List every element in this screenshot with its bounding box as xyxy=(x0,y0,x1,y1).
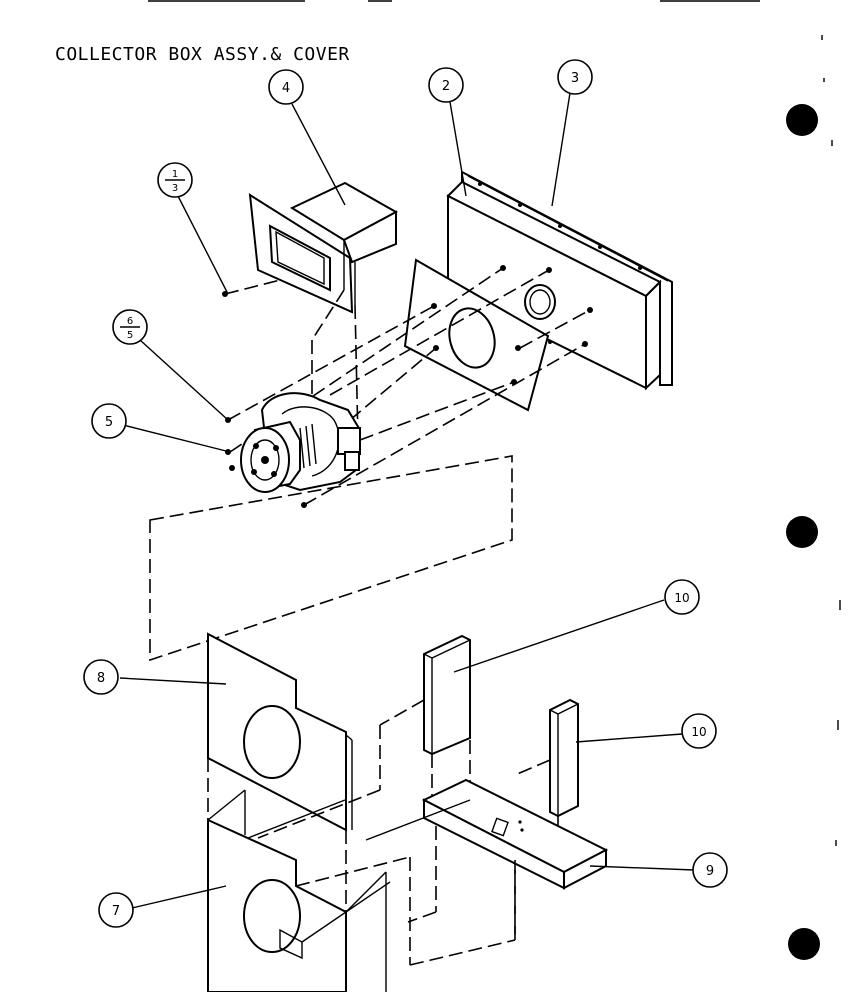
callout-3: 3 xyxy=(557,59,593,95)
part-2-collector-box xyxy=(446,180,662,391)
callout-10-upper-label: 10 xyxy=(674,591,689,605)
callout-6-5: 6 5 xyxy=(112,309,148,345)
inducer-blower xyxy=(222,291,362,508)
callout-10-lower-label: 10 xyxy=(691,725,706,739)
callout-3-label: 3 xyxy=(571,71,579,86)
callout-6-5-denominator: 5 xyxy=(127,330,133,341)
binder-hole-top xyxy=(786,104,818,136)
callout-2-label: 2 xyxy=(442,79,450,94)
fastener-paths xyxy=(224,267,591,506)
callout-8: 8 xyxy=(83,659,119,695)
callout-10-lower: 10 xyxy=(681,713,717,749)
callout-2: 2 xyxy=(428,67,464,103)
callout-7-label: 7 xyxy=(112,904,120,919)
callout-9: 9 xyxy=(692,852,728,888)
cover-panel-outline xyxy=(149,455,513,662)
callout-6-5-numerator: 6 xyxy=(127,316,133,327)
binder-hole-middle xyxy=(786,516,818,548)
callout-7: 7 xyxy=(98,892,134,928)
leader-lines xyxy=(119,92,695,909)
callout-1-3-denominator: 3 xyxy=(172,183,178,194)
binder-hole-bottom xyxy=(788,928,820,960)
gasket-plate xyxy=(403,258,550,412)
part-4-duct xyxy=(248,181,399,441)
part-10-block-left xyxy=(257,634,471,839)
callout-1-3-numerator: 1 xyxy=(172,169,178,180)
callout-5: 5 xyxy=(91,403,127,439)
callout-4: 4 xyxy=(268,69,304,105)
scan-edge-marks xyxy=(148,0,841,846)
diagram-title: COLLECTOR BOX ASSY.& COVER xyxy=(55,44,350,65)
callout-5-label: 5 xyxy=(105,415,113,430)
part-7-lower-cover xyxy=(207,789,516,993)
part-9-rail xyxy=(365,778,609,940)
callout-1-3: 1 3 xyxy=(157,162,193,198)
part-10-block-right xyxy=(514,698,579,840)
callout-9-label: 9 xyxy=(706,864,714,879)
callout-10-upper: 10 xyxy=(664,579,700,615)
callout-4-label: 4 xyxy=(282,81,290,96)
callout-8-label: 8 xyxy=(97,671,105,686)
part-8-upper-cover xyxy=(207,632,353,992)
